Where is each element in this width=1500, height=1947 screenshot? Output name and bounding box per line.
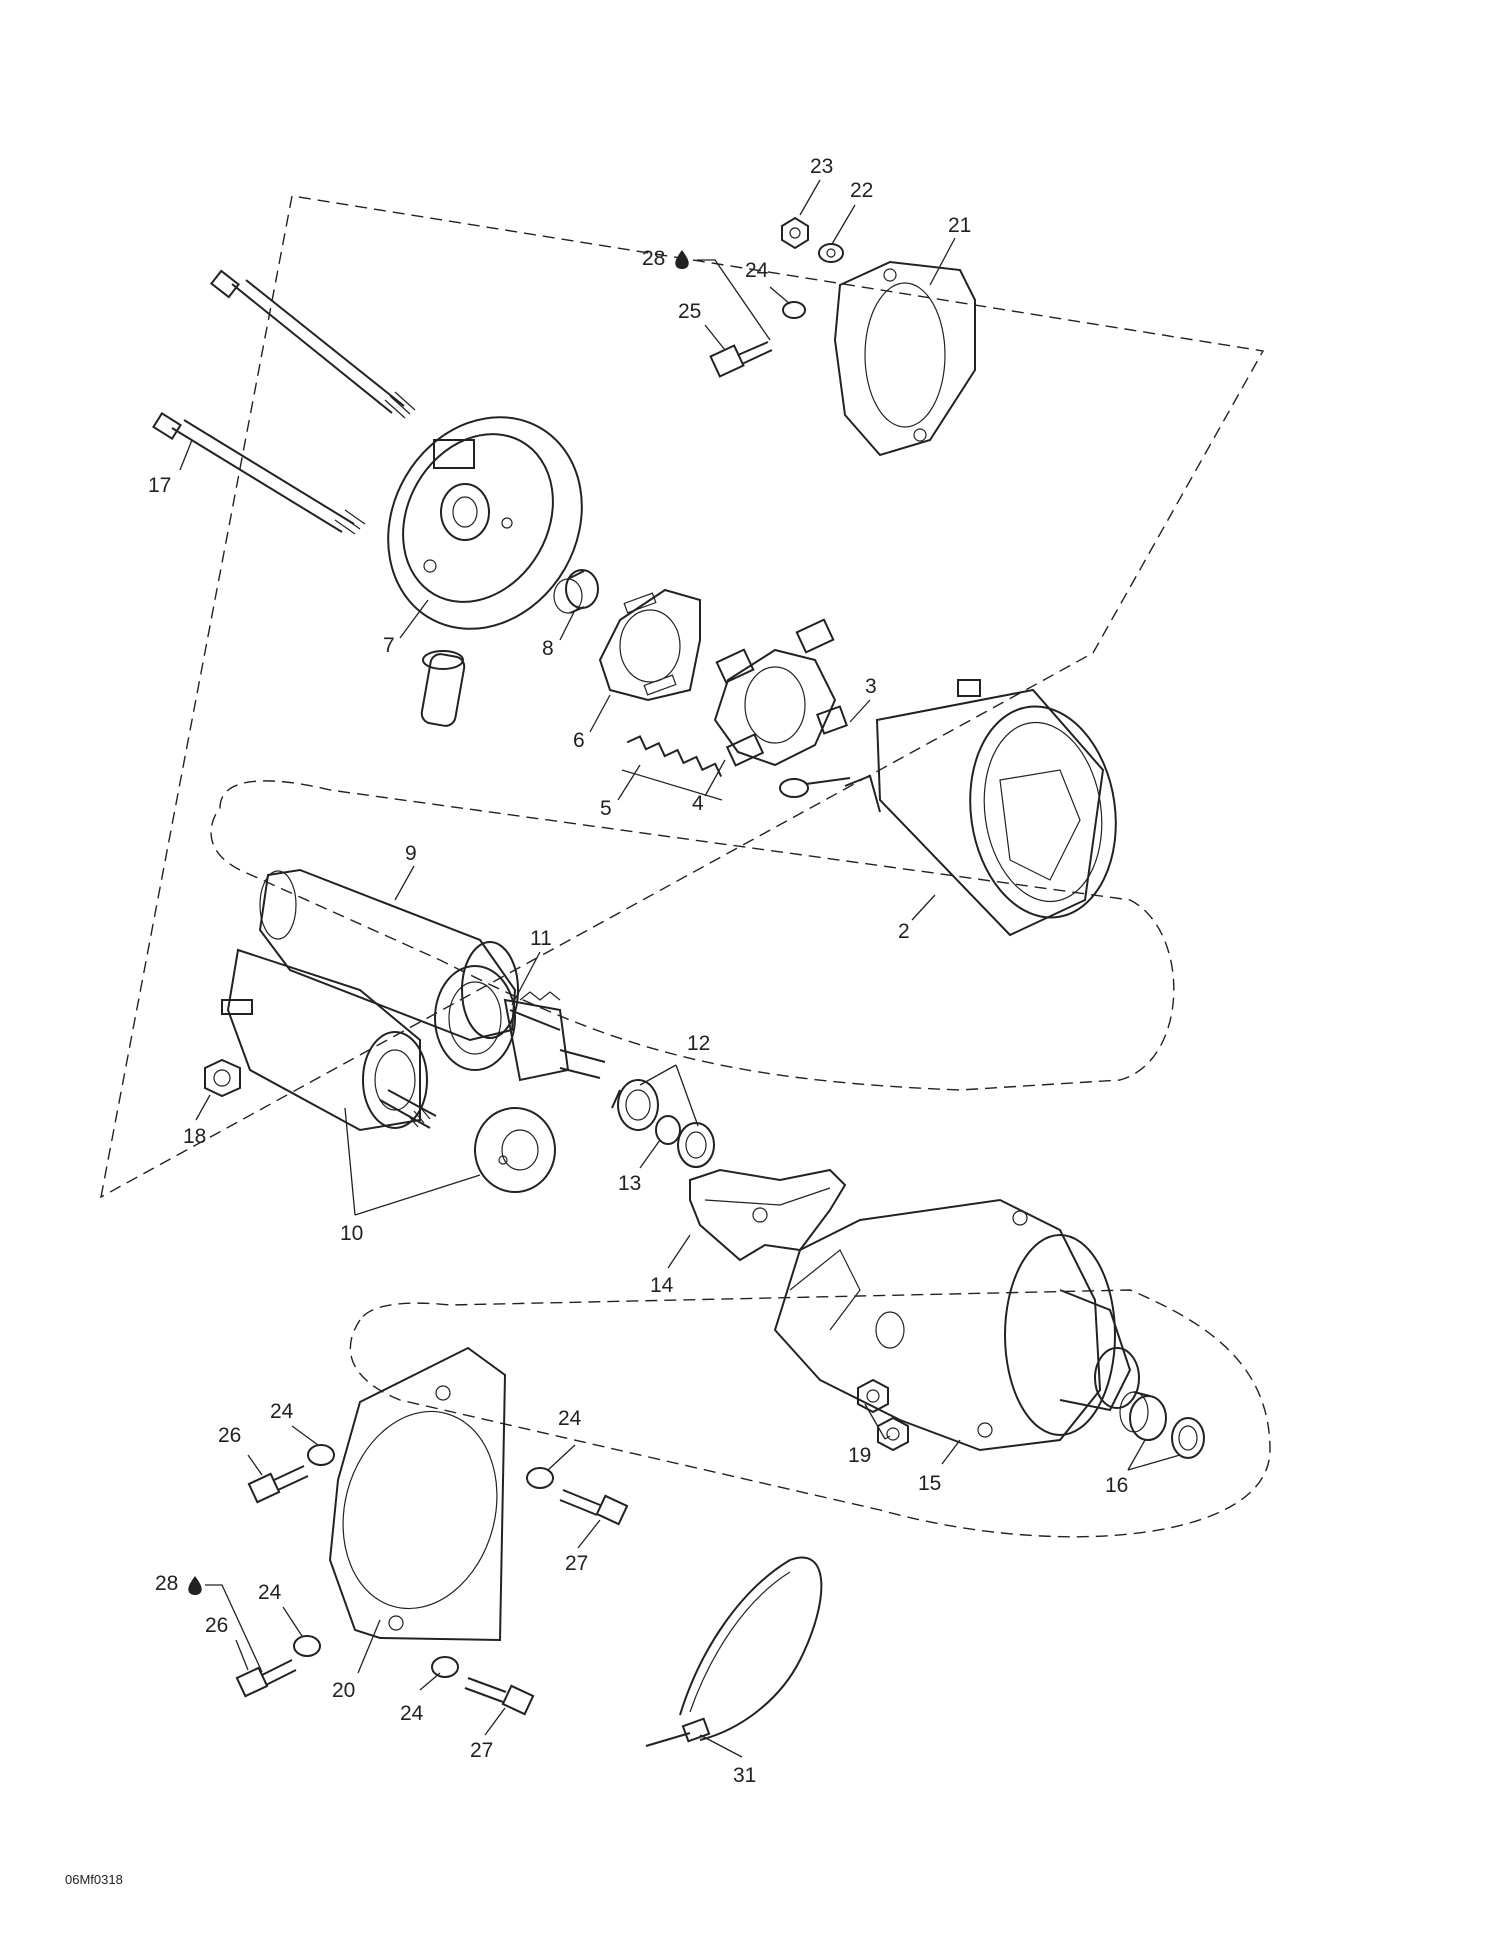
figure-reference-code: 06Mf0318 <box>65 1872 123 1887</box>
callout-26-bottom: 26 <box>205 1614 228 1637</box>
shift-lever-14 <box>689 1168 847 1262</box>
solenoid-10 <box>221 948 437 1132</box>
callout-28-lower: 28 <box>155 1572 178 1595</box>
drop-icon <box>675 250 689 269</box>
callout-13: 13 <box>618 1172 641 1195</box>
callout-27-top: 27 <box>565 1552 588 1575</box>
callout-9: 9 <box>405 842 417 865</box>
yoke-housing-2 <box>844 679 1117 937</box>
callout-26-top: 26 <box>218 1424 241 1447</box>
callout-24-left-top: 24 <box>270 1400 294 1423</box>
callout-24-right-top: 24 <box>558 1407 582 1430</box>
callout-16: 16 <box>1105 1474 1128 1497</box>
pinion-clutch-11 <box>434 965 606 1082</box>
callout-2: 2 <box>898 920 910 943</box>
cable-tie-31 <box>645 1556 823 1747</box>
washers-12-13 <box>611 1079 715 1168</box>
callout-7: 7 <box>383 634 395 657</box>
callout-23: 23 <box>810 155 833 178</box>
callout-14: 14 <box>650 1274 674 1297</box>
nuts-19 <box>857 1378 909 1452</box>
callout-20: 20 <box>332 1679 355 1702</box>
callout-27-bottom: 27 <box>470 1739 493 1762</box>
drop-icon <box>188 1576 202 1595</box>
callout-3: 3 <box>865 675 877 698</box>
bushing-seal-16 <box>1119 1391 1205 1459</box>
callout-25: 25 <box>678 300 701 323</box>
nut-18 <box>204 1058 241 1098</box>
cover-gasket-21 <box>833 260 976 457</box>
brush-holder-4 <box>713 618 837 767</box>
callout-19: 19 <box>848 1444 871 1467</box>
callout-18: 18 <box>183 1125 206 1148</box>
spring-5 <box>621 735 723 801</box>
callout-11: 11 <box>530 927 552 950</box>
callout-21: 21 <box>948 214 971 237</box>
rear-end-cap-7 <box>387 416 583 630</box>
armature-group-outline <box>210 780 1175 1091</box>
callout-24-upper: 24 <box>745 259 769 282</box>
armature-9 <box>258 868 561 1042</box>
rear-cover-group-outline <box>100 195 1265 1199</box>
callout-5: 5 <box>600 797 612 820</box>
rear-cap-plug <box>420 650 466 727</box>
plunger-cap-10 <box>474 1107 556 1193</box>
callout-10: 10 <box>340 1222 363 1245</box>
drive-housing-group-outline <box>349 1289 1271 1538</box>
mounting-plate-20 <box>328 1346 507 1642</box>
callout-17: 17 <box>148 474 171 497</box>
callout-28-upper: 28 <box>642 247 665 270</box>
callout-24-right-bottom: 24 <box>400 1702 424 1725</box>
callout-8: 8 <box>542 637 554 660</box>
callout-6: 6 <box>573 729 585 752</box>
brush-3 <box>779 705 851 798</box>
callout-22: 22 <box>850 179 873 202</box>
callout-31: 31 <box>733 1764 756 1787</box>
callout-12: 12 <box>687 1032 710 1055</box>
bushing-8 <box>553 569 599 614</box>
brush-spring-plate-6 <box>598 588 701 702</box>
leader-lines <box>179 179 1181 1758</box>
callout-15: 15 <box>918 1472 941 1495</box>
upper-fasteners <box>709 216 844 378</box>
callout-labels: 2 3 4 5 6 7 8 9 10 11 12 13 14 15 16 17 … <box>148 155 1128 1787</box>
lower-fasteners <box>235 1444 629 1716</box>
drive-housing-15 <box>773 1198 1140 1452</box>
group-outlines <box>100 195 1271 1538</box>
through-bolts-17 <box>152 269 416 535</box>
callout-4: 4 <box>692 792 704 815</box>
callout-24-left-bottom: 24 <box>258 1581 282 1604</box>
